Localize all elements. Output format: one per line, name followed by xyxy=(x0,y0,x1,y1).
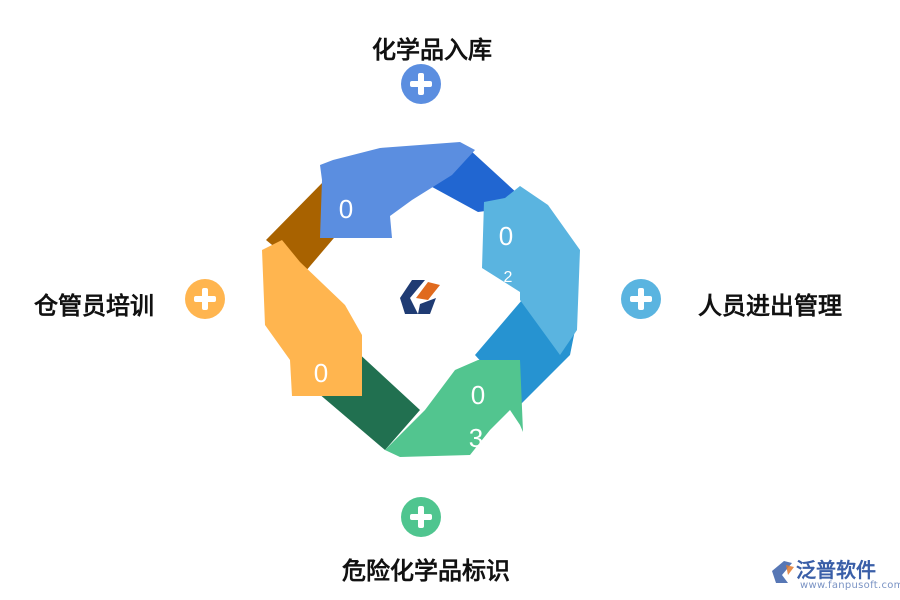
label-top-step: 化学品入库 xyxy=(372,36,492,64)
plus-icon-bottom[interactable] xyxy=(401,497,441,537)
arrow-number-4: 0 xyxy=(314,358,328,388)
plus-icon-right[interactable] xyxy=(621,279,661,319)
arrow-right xyxy=(482,186,580,355)
label-left-step: 仓管员培训 xyxy=(34,292,154,320)
label-bottom-step: 危险化学品标识 xyxy=(342,557,510,585)
watermark-text: 泛普软件 xyxy=(796,558,876,582)
arrow-number-4-tail: 4 xyxy=(320,401,328,417)
center-logo-icon xyxy=(400,280,440,314)
arrow-number-3: 0 xyxy=(471,380,485,410)
arrow-left xyxy=(262,240,362,396)
arrow-number-2: 0 xyxy=(499,221,513,251)
arrow-bottom xyxy=(385,360,523,457)
arrow-number-1: 0 xyxy=(339,194,353,224)
plus-icon-left[interactable] xyxy=(185,279,225,319)
watermark-url: www.fanpusoft.com xyxy=(800,580,900,591)
watermark-logo-icon xyxy=(772,561,794,583)
arrow-top xyxy=(320,142,475,238)
arrow-number-2-tail: 2 xyxy=(504,269,513,286)
arrow-number-1-tail: 1 xyxy=(338,243,349,265)
plus-icon-top[interactable] xyxy=(401,64,441,104)
arrow-number-3-tail: 3 xyxy=(469,423,483,453)
label-right-step: 人员进出管理 xyxy=(698,292,842,320)
